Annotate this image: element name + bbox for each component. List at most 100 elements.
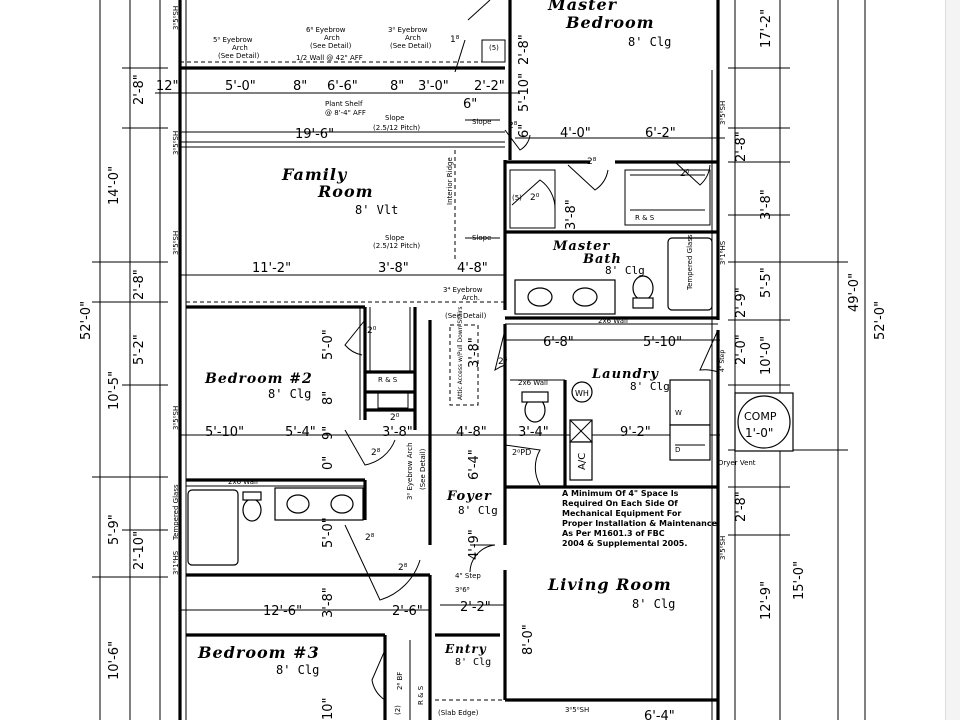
arch2-label: Arch	[324, 34, 340, 42]
dim: 3'-8"	[382, 425, 413, 440]
dim: 6"	[517, 124, 532, 138]
rs2-label: R & S	[378, 376, 398, 384]
rs3-label: R & S	[417, 685, 425, 705]
dim: 6'-8"	[543, 335, 574, 350]
wall-2x6-3: 2x6 Wall	[228, 478, 258, 486]
pitch2-label: (2.5/12 Pitch)	[373, 242, 420, 250]
hs-label: 3⁰1⁶HS	[719, 240, 727, 265]
step-door-label: 3⁰6⁸	[455, 586, 470, 594]
scroll-edge	[945, 0, 960, 720]
dim: 49'-0"	[847, 273, 862, 312]
slope-arrows	[454, 119, 500, 260]
door-label: 2⁸	[371, 448, 381, 458]
dim: 3'-0"	[418, 79, 449, 94]
mech-note: A Minimum Of 4" Space Is Required On Eac…	[562, 489, 720, 548]
eyebrow-labels: 5⁰ Eyebrow Arch (See Detail) 6⁶ Eyebrow …	[213, 26, 432, 62]
mech-note-line: Mechanical Equipment For	[562, 509, 681, 518]
bedroom2-name: Bedroom #2	[204, 371, 313, 387]
dim: 2'-8"	[734, 131, 749, 162]
dim: 8'-0"	[521, 624, 536, 655]
dim: 2'-9"	[734, 287, 749, 318]
dim: 10'-5"	[107, 371, 122, 410]
dim: 15'-0"	[792, 561, 807, 600]
two-label: (2)	[394, 705, 402, 715]
dim: 5'-9"	[107, 514, 122, 545]
dim: 2'-8"	[132, 74, 147, 105]
mech-note-line: Required On Each Side Of	[562, 499, 678, 508]
window-labels: 3⁰5⁰SH 3⁰5⁰SH 3⁰5⁰SH 3⁰5⁰SH 3⁰1⁶HS 3⁰5⁰S…	[172, 6, 727, 714]
entry-ceiling: 8' Clg	[455, 657, 491, 668]
master-bath-name-2: Bath	[582, 252, 622, 267]
dim: 2'-6"	[392, 604, 423, 619]
dim: 2'-8"	[132, 269, 147, 300]
master-bedroom-name-1: Master	[547, 0, 618, 14]
dim: 12"	[156, 79, 179, 94]
d-label: D	[675, 446, 680, 454]
laundry-ceiling: 8' Clg	[630, 380, 670, 393]
door-label: 2⁸	[398, 563, 408, 573]
dim: 12'-6"	[263, 604, 302, 619]
mech-note-line: Proper Installation & Maintenance,	[562, 519, 720, 528]
slab-edge-label: (Slab Edge)	[438, 709, 479, 717]
dim: 5'-0"	[225, 79, 256, 94]
foyer-name: Foyer	[446, 489, 492, 504]
bedroom3-name: Bedroom #3	[197, 643, 320, 662]
laundry-name: Laundry	[591, 367, 659, 382]
dim: 10'-6"	[107, 641, 122, 680]
dim: 2'-8"	[734, 491, 749, 522]
dim: 0"	[321, 456, 336, 470]
dim: 10"	[321, 697, 336, 720]
see-detail-vert: (See Detail)	[419, 448, 427, 490]
dim: 8"	[293, 79, 307, 94]
dim: 2'-2"	[460, 600, 491, 615]
master-bath-ceiling: 8' Clg	[605, 264, 645, 277]
dim: 2'-10"	[132, 531, 147, 570]
dim: 5'-10"	[517, 73, 532, 112]
dim: 11'-2"	[252, 261, 291, 276]
step1-label: 4" Step	[719, 350, 726, 372]
attic-access-label: Attic Access w/Pull Down Stairs	[457, 306, 464, 400]
step2-label: 4" Step	[455, 572, 481, 580]
sh-label: 3⁰5⁰SH	[172, 131, 180, 155]
rs1-label: R & S	[635, 214, 655, 222]
foyer-ceiling: 8' Clg	[458, 504, 498, 517]
door-label: 2⁸	[508, 121, 518, 131]
dim: 10'-0"	[759, 336, 774, 375]
dryer-vent-label: Dryer Vent	[718, 459, 756, 467]
eyebrow1-label: 5⁰ Eyebrow	[213, 36, 253, 44]
arch-mid-label: Arch.	[462, 294, 480, 302]
dim: 3'-8"	[467, 337, 482, 368]
eyebrow-mid-label: 3⁴ Eyebrow	[443, 286, 483, 294]
dim: 4'-0"	[560, 126, 591, 141]
sh-label: 3⁰5⁰SH	[565, 706, 589, 714]
pd-label: 2⁰PD	[512, 448, 531, 457]
dimension-lines	[92, 0, 866, 720]
walls	[178, 0, 720, 720]
dim: 6'-2"	[645, 126, 676, 141]
dim: 3'-8"	[321, 587, 336, 618]
dim: 3'-8"	[759, 189, 774, 220]
slope-arrow2-label: Slope	[472, 234, 491, 242]
master-bedroom-name-2: Bedroom	[565, 13, 655, 32]
dim: 4'-9"	[467, 529, 482, 560]
sh-label: 3⁰5⁰SH	[172, 231, 180, 255]
door-label: 2⁸	[587, 157, 597, 167]
dim: 5'-0"	[321, 329, 336, 360]
wall-2x6-1: 2x6 Wall	[598, 317, 628, 325]
bedroom3-ceiling: 8' Clg	[276, 663, 319, 677]
arch3-label: Arch	[405, 34, 421, 42]
dim: 3'-4"	[518, 425, 549, 440]
wh-label: WH	[575, 389, 589, 398]
sh-label: 3⁰5⁰SH	[172, 6, 180, 30]
dim: 6'-4"	[644, 709, 675, 720]
five2-label: (5)	[512, 194, 522, 202]
door-label: 2⁰	[367, 326, 377, 336]
dim: 5'-10"	[205, 425, 244, 440]
detail3-label: (See Detail)	[390, 42, 432, 50]
dim: 2'-8"	[517, 34, 532, 65]
dim: 3'-8"	[378, 261, 409, 276]
dim: 8"	[390, 79, 404, 94]
plant-shelf-label: Plant Shelf	[325, 100, 363, 108]
pitch1-label: (2.5/12 Pitch)	[373, 124, 420, 132]
slope-arrow1-label: Slope	[472, 118, 491, 126]
